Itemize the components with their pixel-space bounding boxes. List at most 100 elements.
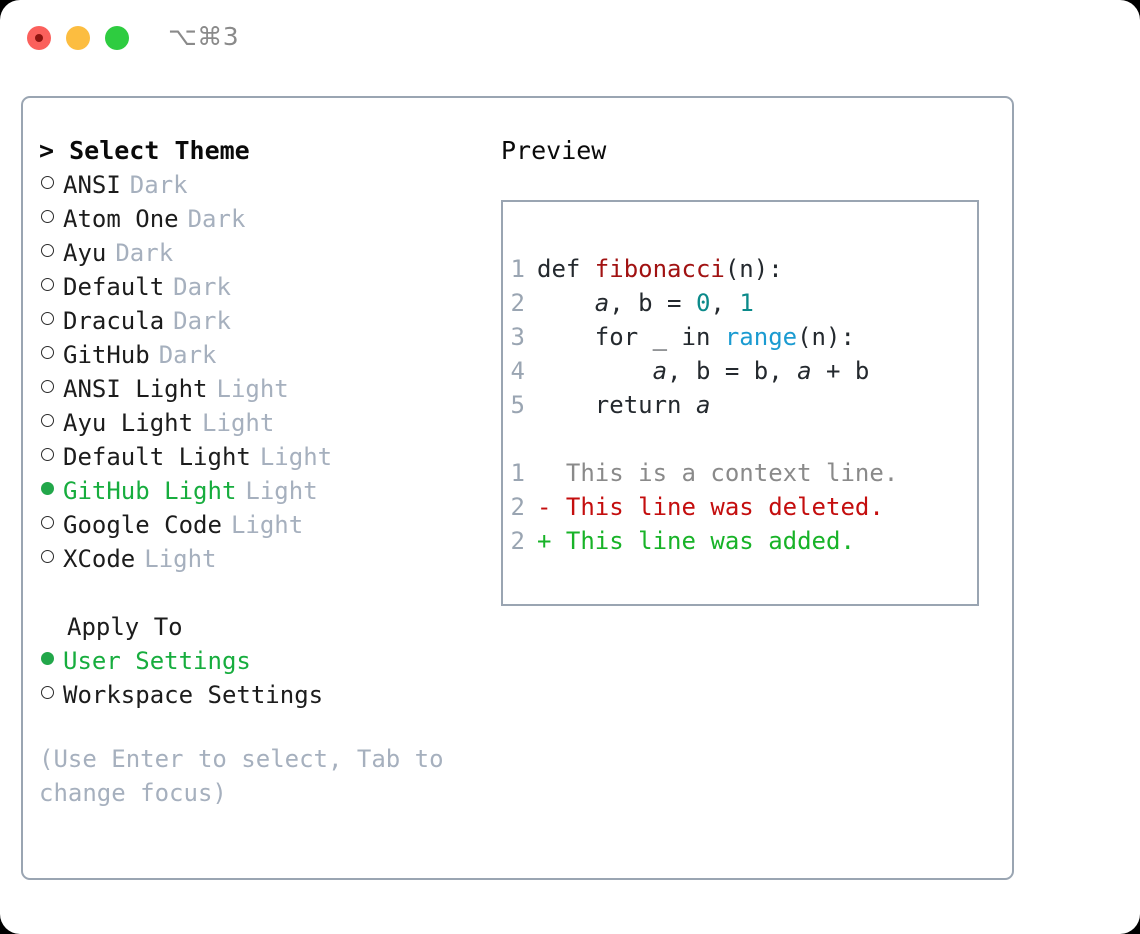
apply-to-item[interactable]: User Settings	[39, 644, 499, 678]
code-line-text: a, b = 0, 1	[537, 286, 754, 320]
preview-header: Preview	[501, 136, 607, 165]
minimize-button[interactable]	[66, 26, 90, 50]
diff-line: 1 This is a context line.	[503, 456, 977, 490]
keyboard-shortcut-label: ⌥⌘3	[168, 22, 240, 51]
code-line-number: 5	[510, 391, 525, 419]
theme-variant-tag: Dark	[173, 307, 231, 335]
code-token: return	[537, 391, 696, 419]
code-line-number: 2	[510, 289, 525, 317]
code-token: a	[594, 289, 610, 317]
maximize-button[interactable]	[105, 26, 129, 50]
theme-name-label: ANSI	[63, 171, 121, 199]
code-token	[537, 289, 595, 317]
theme-name-label: ANSI Light	[63, 375, 208, 403]
code-token: ,	[710, 289, 740, 317]
theme-list-item[interactable]: Dracula Dark	[39, 304, 499, 338]
diff-marker: +	[537, 527, 566, 555]
code-token: ,	[609, 289, 639, 317]
diff-line-number: 2	[510, 527, 525, 555]
code-line-text: def fibonacci(n):	[537, 252, 783, 286]
code-token	[537, 357, 653, 385]
code-token: 1	[739, 289, 754, 317]
code-token: for _ in	[537, 323, 725, 351]
theme-variant-tag: Light	[144, 545, 217, 573]
theme-list-item[interactable]: GitHub Light Light	[39, 474, 499, 508]
code-line: 4 a, b = b, a + b	[503, 354, 977, 388]
code-token: a	[652, 357, 668, 385]
theme-name-label: Dracula	[63, 307, 165, 335]
theme-list-item[interactable]: Atom One Dark	[39, 202, 499, 236]
code-line-text: for _ in range(n):	[537, 320, 855, 354]
diff-sample: 1 This is a context line.2- This line wa…	[503, 456, 977, 558]
list-spacer	[39, 576, 499, 610]
code-line-number: 4	[510, 357, 525, 385]
code-token: (n):	[797, 323, 855, 351]
code-token: , b = b,	[667, 357, 798, 385]
theme-variant-tag: Light	[216, 375, 289, 403]
theme-name-label: Google Code	[63, 511, 222, 539]
theme-variant-tag: Dark	[187, 205, 246, 233]
code-token: def	[537, 255, 595, 283]
theme-variant-tag: Dark	[173, 273, 231, 301]
diff-marker: -	[537, 493, 566, 521]
code-token: b	[638, 289, 653, 317]
code-token: a	[695, 391, 711, 419]
theme-name-label: Default Light	[63, 443, 251, 471]
code-line-text: a, b = b, a + b	[537, 354, 870, 388]
code-diff-separator	[503, 422, 977, 456]
theme-variant-tag: Light	[202, 409, 275, 437]
keyboard-hint-text: (Use Enter to select, Tab to change focu…	[39, 745, 459, 807]
code-line-number: 1	[510, 255, 525, 283]
title-bar: ⌥⌘3	[0, 0, 1140, 78]
diff-line-number: 2	[510, 493, 525, 521]
theme-variant-tag: Light	[230, 511, 304, 539]
code-line: 3 for _ in range(n):	[503, 320, 977, 354]
theme-name-label: Ayu Light	[63, 409, 194, 437]
diff-line: 2- This line was deleted.	[503, 490, 977, 524]
apply-to-label: User Settings	[63, 647, 251, 675]
theme-variant-tag: Light	[259, 443, 333, 471]
theme-list-item[interactable]: XCode Light	[39, 542, 499, 576]
code-token: (n):	[724, 255, 783, 283]
code-line-number: 3	[510, 323, 525, 351]
theme-list-item[interactable]: GitHub Dark	[39, 338, 499, 372]
theme-variant-tag: Light	[245, 477, 318, 505]
code-line: 2 a, b = 0, 1	[503, 286, 977, 320]
diff-line-text: This line was deleted.	[565, 493, 884, 521]
theme-name-label: Default	[63, 273, 165, 301]
code-token: fibonacci	[594, 255, 725, 283]
theme-list-item[interactable]: Default Light Light	[39, 440, 499, 474]
code-token: 0	[695, 289, 711, 317]
theme-name-label: GitHub	[63, 341, 150, 369]
code-token: a	[797, 357, 812, 385]
code-token: + b	[811, 357, 870, 385]
apply-to-label: Workspace Settings	[63, 681, 324, 709]
close-button[interactable]	[27, 26, 51, 50]
apply-to-item[interactable]: Workspace Settings	[39, 678, 499, 712]
theme-name-label: GitHub Light	[63, 477, 237, 505]
diff-line-text: This line was added.	[565, 527, 855, 555]
code-line: 1 def fibonacci(n):	[503, 252, 977, 286]
theme-list-item[interactable]: ANSI Light Light	[39, 372, 499, 406]
code-token: =	[652, 289, 696, 317]
theme-name-label: Atom One	[63, 205, 179, 233]
theme-list-item[interactable]: Google Code Light	[39, 508, 499, 542]
code-line-text: return a	[537, 388, 711, 422]
theme-variant-tag: Dark	[158, 341, 217, 369]
theme-name-label: XCode	[63, 545, 136, 573]
diff-line-number: 1	[510, 459, 525, 487]
hint-spacer	[39, 712, 499, 742]
theme-name-label: Ayu	[63, 239, 107, 267]
theme-list-item[interactable]: Ayu Light Light	[39, 406, 499, 440]
theme-list-item[interactable]: Default Dark	[39, 270, 499, 304]
apply-to-header: Apply To	[67, 613, 183, 641]
